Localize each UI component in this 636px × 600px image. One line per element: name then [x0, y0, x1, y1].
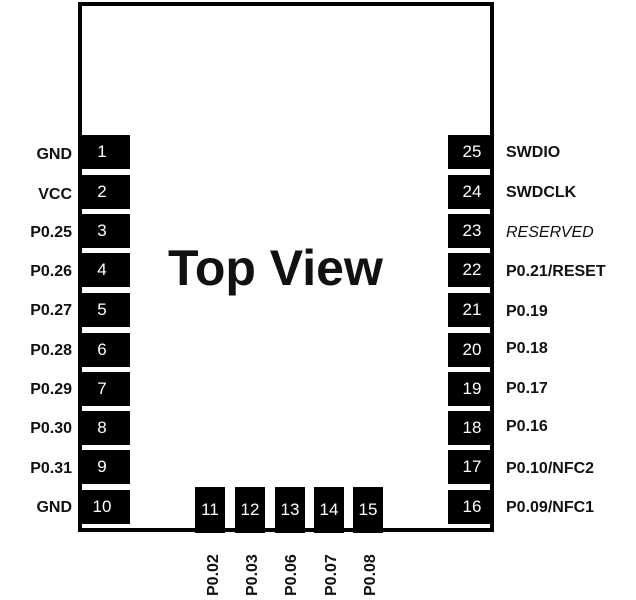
pin-pad-20: 20: [448, 333, 494, 367]
pin-label-17: P0.10/NFC2: [506, 460, 595, 477]
pin-label-3: P0.25: [30, 224, 72, 241]
pin-label-22: P0.21/RESET: [506, 263, 606, 280]
pin-pad-17: 17: [448, 450, 494, 484]
pin-pad-14: 14: [314, 487, 344, 533]
pin-pad-12: 12: [235, 487, 265, 533]
pin-pad-5: 5: [82, 293, 130, 327]
pin-pad-25: 25: [448, 135, 494, 169]
pin-pad-2: 2: [82, 175, 130, 209]
pin-pad-23: 23: [448, 214, 494, 248]
pin-pad-7: 7: [82, 372, 130, 406]
pin-label-14: P0.07: [323, 554, 340, 596]
pin-pad-10: 10: [82, 490, 130, 524]
diagram-title: Top View: [168, 240, 383, 296]
pin-pad-6: 6: [82, 333, 130, 367]
pin-pad-21: 21: [448, 293, 494, 327]
pin-pad-9: 9: [82, 450, 130, 484]
pin-label-23: RESERVED: [506, 224, 594, 241]
pin-label-18: P0.16: [506, 418, 548, 435]
pin-pad-8: 8: [82, 411, 130, 445]
pin-label-13: P0.06: [283, 554, 300, 596]
pin-pad-24: 24: [448, 175, 494, 209]
pin-label-6: P0.28: [30, 342, 72, 359]
pin-label-21: P0.19: [506, 303, 548, 320]
pin-label-7: P0.29: [30, 381, 72, 398]
pin-label-24: SWDCLK: [506, 184, 577, 201]
pin-label-9: P0.31: [30, 460, 72, 477]
pin-pad-13: 13: [275, 487, 305, 533]
pin-pad-3: 3: [82, 214, 130, 248]
pin-label-4: P0.26: [30, 263, 72, 280]
pin-label-10: GND: [36, 499, 72, 516]
pin-pad-1: 1: [82, 135, 130, 169]
pin-pad-22: 22: [448, 253, 494, 287]
pin-pad-19: 19: [448, 372, 494, 406]
pin-label-25: SWDIO: [506, 144, 561, 161]
pin-label-5: P0.27: [30, 302, 72, 319]
pin-label-19: P0.17: [506, 380, 548, 397]
pin-pad-11: 11: [195, 487, 225, 533]
pin-label-15: P0.08: [362, 554, 379, 596]
pin-pad-16: 16: [448, 490, 494, 524]
pin-label-12: P0.03: [244, 554, 261, 596]
pin-pad-4: 4: [82, 253, 130, 287]
pin-label-11: P0.02: [205, 554, 222, 596]
pin-label-20: P0.18: [506, 340, 548, 357]
pin-label-16: P0.09/NFC1: [506, 499, 595, 516]
pin-pad-15: 15: [353, 487, 383, 533]
pin-label-2: VCC: [38, 186, 72, 203]
pin-label-8: P0.30: [30, 420, 72, 437]
pin-pad-18: 18: [448, 411, 494, 445]
module-outline: [78, 2, 494, 532]
pin-label-1: GND: [36, 146, 72, 163]
